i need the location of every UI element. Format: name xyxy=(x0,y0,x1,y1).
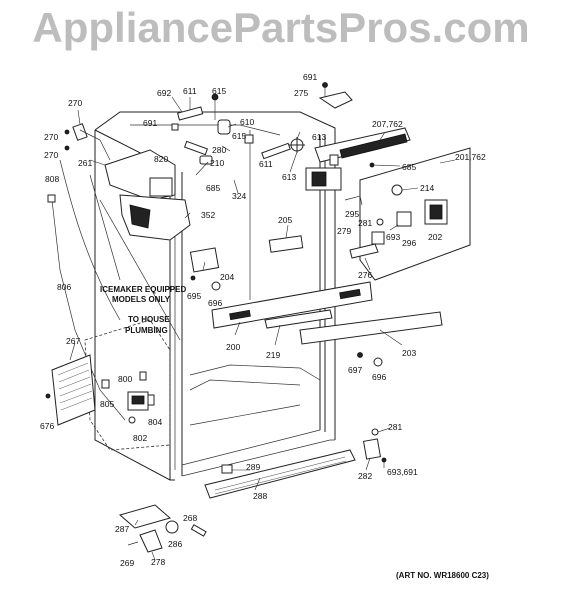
label-324: 324 xyxy=(232,191,246,201)
label-270-low: 270 xyxy=(44,150,58,160)
lower-fasteners xyxy=(357,352,387,463)
label-296: 296 xyxy=(402,238,416,248)
bottom-parts xyxy=(118,504,207,553)
label-207-762: 207,762 xyxy=(372,119,403,129)
label-214: 214 xyxy=(420,183,434,193)
label-615-top: 615 xyxy=(212,86,226,96)
label-288: 288 xyxy=(253,491,267,501)
label-202: 202 xyxy=(428,232,442,242)
access-cover xyxy=(45,354,96,426)
label-806: 806 xyxy=(57,282,71,292)
label-611-top: 611 xyxy=(183,86,197,96)
label-200: 200 xyxy=(226,342,240,352)
icemaker-assembly xyxy=(64,123,191,241)
label-692: 692 xyxy=(157,88,171,98)
label-282: 282 xyxy=(358,471,372,481)
label-278: 278 xyxy=(151,557,165,567)
label-808: 808 xyxy=(45,174,59,184)
label-281-top: 281 xyxy=(358,218,372,228)
label-613-bottom: 613 xyxy=(282,172,296,182)
label-268: 268 xyxy=(183,513,197,523)
label-804: 804 xyxy=(148,417,162,427)
label-676: 676 xyxy=(40,421,54,431)
label-820: 820 xyxy=(154,154,168,164)
label-615-mid: 615 xyxy=(232,131,246,141)
label-287: 287 xyxy=(115,524,129,534)
label-696-right: 696 xyxy=(372,372,386,382)
label-281-bottom: 281 xyxy=(388,422,402,432)
label-685-right: 685 xyxy=(402,162,416,172)
label-269: 269 xyxy=(120,558,134,568)
label-693-top: 693 xyxy=(386,232,400,242)
top-components xyxy=(171,82,353,165)
label-695: 695 xyxy=(187,291,201,301)
label-691-right: 691 xyxy=(303,72,317,82)
water-valve xyxy=(101,371,155,424)
label-693-691: 693,691 xyxy=(387,467,418,477)
base-grille xyxy=(204,449,356,499)
note-plumbing-line1: TO HOUSE xyxy=(128,315,170,324)
label-295: 295 xyxy=(345,209,359,219)
label-289: 289 xyxy=(246,462,260,472)
label-219: 219 xyxy=(266,350,280,360)
label-696-left: 696 xyxy=(208,298,222,308)
note-icemaker-line2: MODELS ONLY xyxy=(112,295,171,304)
icemaker-zone-outline xyxy=(84,319,171,451)
label-805: 805 xyxy=(100,399,114,409)
label-203: 203 xyxy=(402,348,416,358)
watermark: AppliancePartsPros.com xyxy=(32,4,530,51)
note-plumbing-line2: PLUMBING xyxy=(125,326,168,335)
label-802: 802 xyxy=(133,433,147,443)
label-697: 697 xyxy=(348,365,362,375)
control-housing xyxy=(305,127,411,191)
label-691-left: 691 xyxy=(143,118,157,128)
refrigerator-cabinet xyxy=(94,111,336,481)
label-267: 267 xyxy=(66,336,80,346)
label-611-mid: 611 xyxy=(259,159,273,169)
label-352: 352 xyxy=(201,210,215,220)
label-275: 275 xyxy=(294,88,308,98)
label-270-top: 270 xyxy=(68,98,82,108)
mullion-rails xyxy=(189,235,443,345)
label-201-762: 201,762 xyxy=(455,152,486,162)
label-204: 204 xyxy=(220,272,234,282)
label-205: 205 xyxy=(278,215,292,225)
label-610: 610 xyxy=(240,117,254,127)
leader-lines xyxy=(69,96,456,561)
label-270-mid: 270 xyxy=(44,132,58,142)
label-800: 800 xyxy=(118,374,132,384)
label-685-mid: 685 xyxy=(206,183,220,193)
label-210: 210 xyxy=(210,158,224,168)
label-261: 261 xyxy=(78,158,92,168)
water-line xyxy=(47,159,181,421)
note-icemaker-line1: ICEMAKER EQUIPPED xyxy=(100,285,186,294)
label-276: 276 xyxy=(358,270,372,280)
label-280: 280 xyxy=(212,145,226,155)
art-number: (ART NO. WR18600 C23) xyxy=(396,571,489,580)
label-613-top: 613 xyxy=(312,132,326,142)
part-number-labels: 692 611 615 691 610 615 280 210 611 613 … xyxy=(40,72,486,568)
label-286: 286 xyxy=(168,539,182,549)
label-279: 279 xyxy=(337,226,351,236)
